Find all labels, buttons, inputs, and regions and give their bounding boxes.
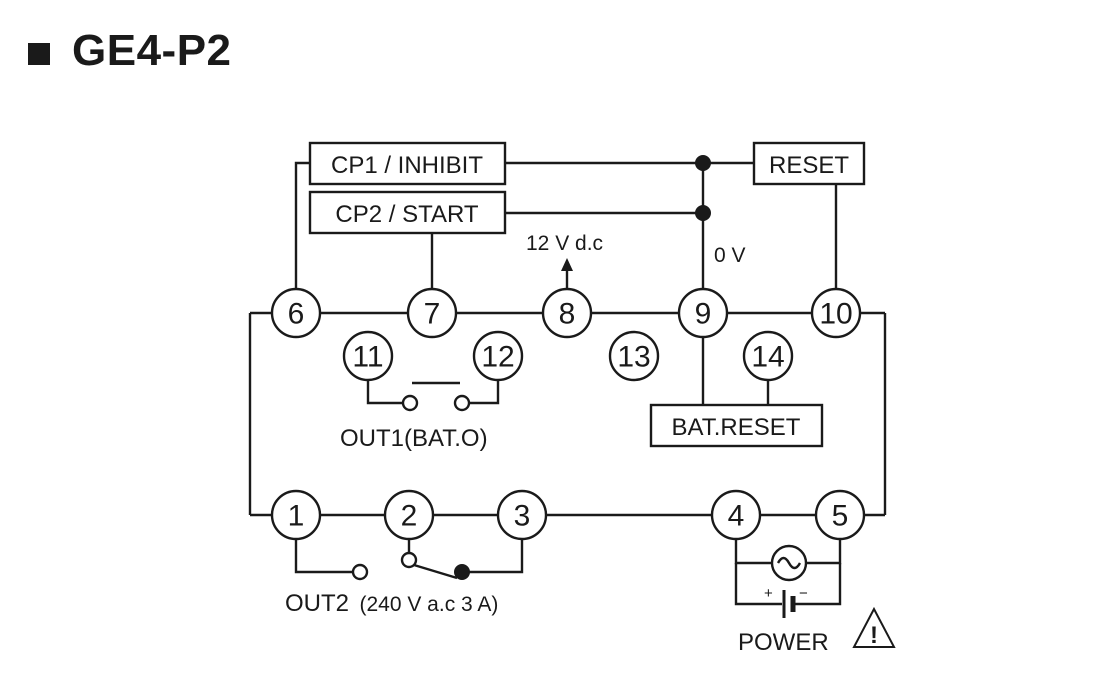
label-out2: OUT2 (240 V a.c 3 A) [285,590,498,617]
battery-icon: + − [764,585,808,618]
out2-contact-closed [454,564,470,580]
label-12v: 12 V d.c [526,232,603,255]
label-out2-rating: (240 V a.c 3 A) [359,593,498,616]
terminal-8: 8 [541,287,593,339]
warning-triangle-icon: ! [852,606,896,649]
warning-mark: ! [870,622,878,649]
box-reset: RESET [752,141,866,186]
label-out1: OUT1(BAT.O) [340,425,488,452]
terminal-6-number: 6 [288,298,305,331]
battery-plus: + [764,585,773,602]
terminal-7: 7 [406,287,458,339]
out1-contact [401,394,419,412]
junction-dot [695,155,711,171]
box-cp2: CP2 / START [308,190,507,235]
terminal-3: 3 [496,489,548,541]
out2-contact [351,563,369,581]
terminal-9-number: 9 [695,298,712,331]
diagram-title: GE4-P2 [28,26,232,76]
terminal-2: 2 [383,489,435,541]
box-cp1-label: CP1 / INHIBIT [331,152,483,179]
terminal-12: 12 [472,330,524,382]
terminal-5-number: 5 [832,500,849,533]
terminal-13-number: 13 [617,341,650,374]
terminal-12-number: 12 [481,341,514,374]
terminal-7-number: 7 [424,298,441,331]
title-text: GE4-P2 [72,26,232,75]
label-0v: 0 V [714,244,746,267]
battery-minus: − [799,585,808,602]
terminal-11: 11 [342,330,394,382]
box-cp2-label: CP2 / START [335,201,478,228]
junction-dot [695,205,711,221]
box-bat-reset: BAT.RESET [649,403,824,448]
box-bat-reset-label: BAT.RESET [672,414,801,441]
label-out2-main: OUT2 [285,590,349,617]
terminal-8-number: 8 [559,298,576,331]
terminal-14-number: 14 [751,341,784,374]
terminal-6: 6 [270,287,322,339]
terminal-13: 13 [608,330,660,382]
terminal-4: 4 [710,489,762,541]
terminal-1: 1 [270,489,322,541]
label-power: POWER [738,629,829,656]
ac-source-icon [770,544,808,582]
terminal-10: 10 [810,287,862,339]
terminal-14: 14 [742,330,794,382]
terminal-1-number: 1 [288,500,305,533]
square-bullet-icon [28,43,50,65]
terminal-4-number: 4 [728,500,745,533]
terminal-11-number: 11 [352,341,383,374]
out2-contact [400,551,418,569]
terminal-9: 9 [677,287,729,339]
terminal-10-number: 10 [819,298,852,331]
terminal-3-number: 3 [514,500,531,533]
box-cp1: CP1 / INHIBIT [308,141,507,186]
box-reset-label: RESET [769,152,849,179]
terminal-2-number: 2 [401,500,418,533]
out1-contact [453,394,471,412]
terminal-5: 5 [814,489,866,541]
